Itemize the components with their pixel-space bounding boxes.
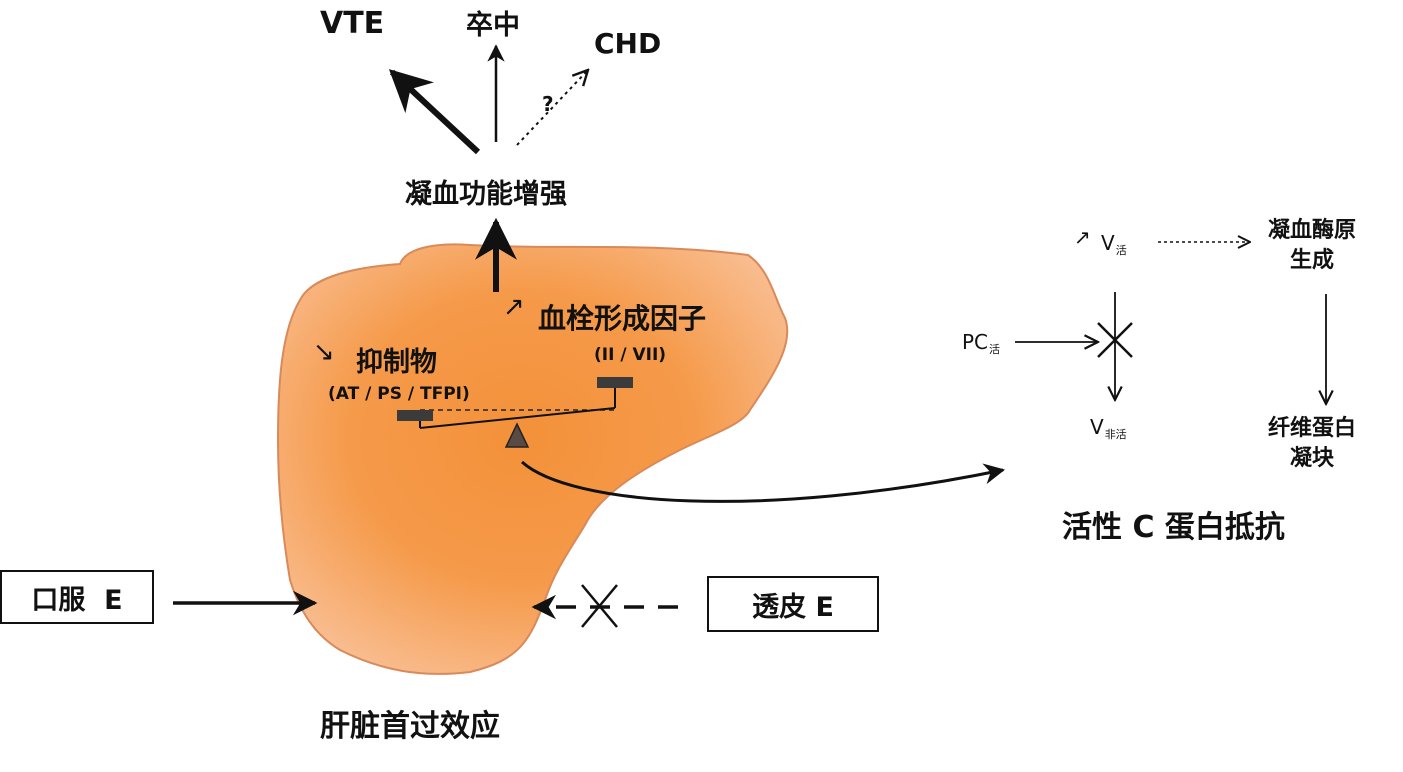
inhibitor-label: 抑制物 (356, 347, 437, 378)
outcome-vte-label: VTE (320, 6, 385, 41)
va-up-arrow: ↗ (1074, 225, 1091, 249)
inhibitor-detail: (AT / PS / TFPI) (328, 384, 470, 404)
oral-estrogen-box: 口服 E (0, 570, 154, 624)
prothrombinase-label: 凝血酶原 生成 (1268, 216, 1356, 276)
pca-subscript: 活 (989, 343, 1001, 356)
outcome-stroke-label: 卒中 (466, 10, 520, 41)
oral-estrogen-label: 口服 E (31, 584, 123, 616)
fibrin-clot-line2: 凝块 (1290, 446, 1335, 471)
transdermal-block-x (581, 584, 618, 628)
pca-letters: PC (962, 330, 989, 354)
transdermal-estrogen-box: 透皮 E (707, 576, 879, 632)
arrow-to-vte (388, 69, 481, 155)
apc-block-x (1097, 322, 1133, 358)
liver-shape (276, 243, 789, 675)
balance-fulcrum (504, 422, 530, 448)
factor-vi-letter: V (1090, 415, 1104, 439)
arrow-to-chd (516, 70, 588, 146)
prothrombinase-line2: 生成 (1290, 248, 1335, 273)
factor-va-letter: V (1101, 231, 1115, 255)
fibrin-clot-label: 纤维蛋白 凝块 (1268, 414, 1356, 474)
arrow-to-apc-resistance (521, 460, 1006, 503)
factor-va-label: V活 (1101, 231, 1127, 258)
factor-vi-subscript: 非活 (1104, 428, 1127, 441)
procoag-factors-detail: (II / VII) (594, 345, 667, 365)
inhibitor-down-arrow: ↘ (313, 337, 335, 367)
fibrin-clot-line1: 纤维蛋白 (1268, 416, 1357, 441)
factor-va-subscript: 活 (1115, 244, 1127, 257)
apc-resistance-title: 活性 C 蛋白抵抗 (1062, 510, 1285, 545)
prothrombinase-line1: 凝血酶原 (1268, 218, 1357, 243)
pca-label: PC活 (962, 330, 1000, 357)
chd-question-mark: ? (542, 92, 554, 116)
procoag-up-arrow: ↗ (503, 292, 525, 322)
factor-vi-label: V非活 (1090, 415, 1127, 442)
balance-beam (419, 407, 616, 429)
coag-enhanced-label: 凝血功能增强 (405, 179, 567, 210)
transdermal-estrogen-label: 透皮 E (752, 591, 834, 623)
outcome-chd-label: CHD (594, 27, 662, 60)
balance-left-pan (397, 410, 433, 421)
first-pass-label: 肝脏首过效应 (320, 709, 500, 744)
balance-right-pan (597, 377, 633, 388)
procoag-factors-label: 血栓形成因子 (538, 302, 707, 335)
